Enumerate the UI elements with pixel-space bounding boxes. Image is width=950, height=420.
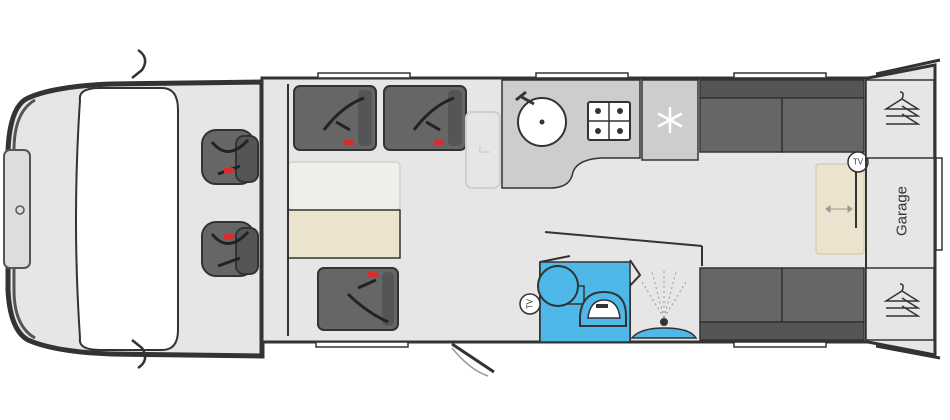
door-swing	[451, 347, 489, 377]
garage: Garage	[865, 79, 935, 341]
cab	[3, 48, 288, 370]
washroom-wall	[544, 231, 703, 247]
seatbelt-buckle	[224, 234, 234, 239]
window	[317, 72, 411, 79]
hob-icon	[587, 101, 631, 141]
seatbelt-buckle	[434, 140, 444, 145]
washroom-wall	[539, 255, 571, 263]
washbasin-icon	[579, 290, 627, 327]
seatbelt-icon	[322, 96, 365, 132]
wardrobe-bottom	[865, 267, 935, 341]
tv-washroom: TV	[519, 293, 541, 315]
dashboard	[75, 87, 179, 351]
window	[733, 72, 827, 79]
lounge-table	[287, 161, 401, 211]
lounge-seat-2	[383, 85, 467, 151]
mirror-bottom	[131, 339, 147, 370]
washroom: TV	[519, 231, 703, 343]
sofa-cushion	[699, 97, 783, 153]
entrance-door	[451, 342, 495, 377]
window	[315, 341, 409, 348]
front-grille	[3, 149, 31, 269]
tv-badge	[847, 151, 869, 173]
cab-seat-bottom	[201, 221, 259, 277]
hanger-icon	[883, 91, 921, 125]
hanger-icon	[883, 283, 921, 317]
tv-label: TV	[526, 298, 535, 309]
sofa-cushion	[699, 267, 783, 323]
mirror-top	[131, 48, 147, 79]
step	[465, 111, 501, 189]
window	[733, 341, 827, 348]
seat-back	[358, 90, 372, 146]
rear-seating-top	[699, 79, 865, 153]
lounge-seat-3	[317, 267, 399, 331]
window	[935, 157, 943, 251]
cab-seat-top	[201, 129, 259, 185]
sofa-back	[699, 321, 865, 341]
shower-icon	[630, 270, 698, 339]
double-arrow-icon	[825, 205, 853, 213]
badge	[15, 205, 25, 215]
seatbelt-buckle	[224, 168, 234, 173]
seatbelt-buckle	[344, 140, 354, 145]
seatbelt-icon	[210, 230, 250, 268]
seat-cushion	[317, 267, 399, 331]
lounge-bed-extension	[287, 209, 401, 259]
toilet-icon	[537, 265, 585, 307]
seat-back	[448, 90, 462, 146]
tv-badge	[519, 293, 541, 315]
rear-flare-top	[875, 58, 941, 76]
door-leaf	[451, 342, 495, 374]
seat-back	[382, 272, 394, 326]
seatbelt-icon	[346, 278, 389, 324]
rear-flare-bottom	[875, 344, 941, 360]
window	[535, 72, 629, 79]
tv-rear: TV	[847, 151, 869, 228]
step-arrow	[479, 146, 490, 153]
wardrobe-top	[865, 79, 935, 159]
garage-label: Garage	[894, 186, 911, 236]
rear-seating-bottom	[699, 267, 865, 341]
sink-icon	[515, 90, 567, 147]
seatbelt-icon	[412, 96, 455, 132]
seatbelt-buckle	[368, 272, 378, 277]
sofa-back	[699, 79, 865, 99]
snowflake-icon	[657, 106, 683, 134]
lounge-seat-1	[293, 85, 377, 151]
sofa-cushion	[781, 267, 865, 323]
tv-label: TV	[853, 158, 864, 167]
sofa-cushion	[781, 97, 865, 153]
windows	[315, 72, 943, 348]
